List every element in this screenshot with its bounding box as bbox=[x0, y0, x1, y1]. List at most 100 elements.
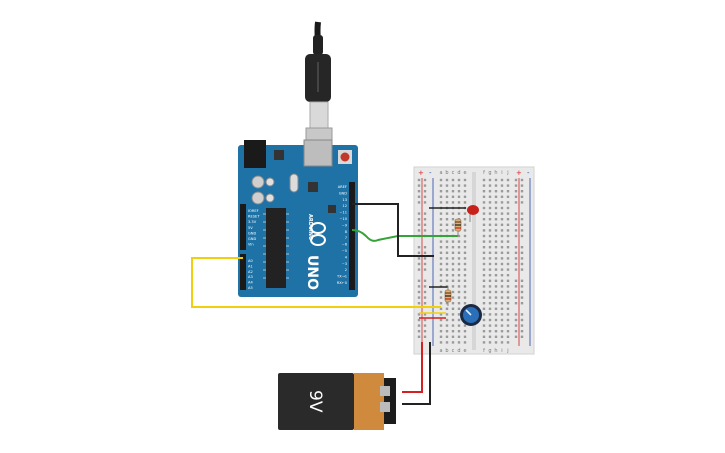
breadboard-hole[interactable] bbox=[500, 335, 504, 338]
breadboard-hole[interactable] bbox=[457, 190, 461, 193]
breadboard-hole[interactable] bbox=[506, 274, 510, 277]
rail-hole[interactable] bbox=[520, 201, 524, 204]
breadboard-hole[interactable] bbox=[439, 240, 443, 243]
rail-hole[interactable] bbox=[514, 195, 518, 198]
breadboard-hole[interactable] bbox=[451, 201, 455, 204]
breadboard-hole[interactable] bbox=[482, 285, 486, 288]
breadboard-hole[interactable] bbox=[506, 206, 510, 210]
breadboard-hole[interactable] bbox=[482, 330, 486, 333]
breadboard-hole[interactable] bbox=[500, 324, 504, 327]
breadboard-hole[interactable] bbox=[506, 246, 510, 249]
breadboard-hole[interactable] bbox=[457, 290, 461, 294]
breadboard-hole[interactable] bbox=[482, 274, 486, 277]
breadboard-hole[interactable] bbox=[445, 324, 449, 327]
breadboard-hole[interactable] bbox=[482, 296, 486, 299]
rail-hole[interactable] bbox=[423, 313, 427, 316]
breadboard-hole[interactable] bbox=[494, 318, 498, 322]
breadboard-hole[interactable] bbox=[445, 195, 449, 198]
rail-hole[interactable] bbox=[520, 190, 524, 193]
rail-hole[interactable] bbox=[520, 246, 524, 249]
breadboard-hole[interactable] bbox=[463, 257, 467, 260]
rail-hole[interactable] bbox=[423, 190, 427, 193]
power-header[interactable] bbox=[240, 204, 246, 250]
breadboard-hole[interactable] bbox=[488, 318, 492, 322]
rail-hole[interactable] bbox=[514, 262, 518, 266]
breadboard-hole[interactable] bbox=[506, 184, 510, 187]
resistor-pot[interactable] bbox=[444, 286, 452, 306]
breadboard-hole[interactable] bbox=[488, 234, 492, 238]
breadboard-hole[interactable] bbox=[457, 324, 461, 327]
breadboard-hole[interactable] bbox=[494, 290, 498, 294]
rail-hole[interactable] bbox=[520, 330, 524, 333]
breadboard-hole[interactable] bbox=[488, 229, 492, 232]
breadboard-hole[interactable] bbox=[457, 296, 461, 299]
breadboard-hole[interactable] bbox=[482, 212, 486, 215]
breadboard-hole[interactable] bbox=[494, 246, 498, 249]
breadboard-hole[interactable] bbox=[494, 195, 498, 198]
breadboard-hole[interactable] bbox=[445, 190, 449, 193]
rail-hole[interactable] bbox=[520, 335, 524, 338]
breadboard-hole[interactable] bbox=[488, 262, 492, 266]
breadboard-hole[interactable] bbox=[457, 257, 461, 260]
breadboard-hole[interactable] bbox=[488, 324, 492, 327]
rail-hole[interactable] bbox=[423, 212, 427, 215]
breadboard-hole[interactable] bbox=[451, 296, 455, 299]
breadboard-hole[interactable] bbox=[445, 212, 449, 215]
breadboard-hole[interactable] bbox=[506, 307, 510, 310]
breadboard-hole[interactable] bbox=[506, 223, 510, 226]
rail-hole[interactable] bbox=[417, 302, 421, 305]
breadboard-hole[interactable] bbox=[439, 178, 443, 182]
breadboard-hole[interactable] bbox=[439, 223, 443, 226]
rail-hole[interactable] bbox=[423, 229, 427, 232]
reset-button[interactable] bbox=[340, 152, 350, 162]
breadboard-hole[interactable] bbox=[439, 335, 443, 338]
breadboard-hole[interactable] bbox=[482, 223, 486, 226]
breadboard-hole[interactable] bbox=[445, 318, 449, 322]
rail-hole[interactable] bbox=[417, 268, 421, 271]
breadboard-hole[interactable] bbox=[488, 268, 492, 271]
rail-hole[interactable] bbox=[514, 290, 518, 294]
rail-hole[interactable] bbox=[423, 330, 427, 333]
breadboard-hole[interactable] bbox=[506, 330, 510, 333]
breadboard-hole[interactable] bbox=[494, 201, 498, 204]
breadboard-hole[interactable] bbox=[506, 178, 510, 182]
rail-hole[interactable] bbox=[514, 330, 518, 333]
rail-hole[interactable] bbox=[417, 184, 421, 187]
wire-black-gnd-top[interactable] bbox=[352, 203, 434, 257]
rail-hole[interactable] bbox=[520, 290, 524, 294]
rail-hole[interactable] bbox=[520, 229, 524, 232]
breadboard-hole[interactable] bbox=[494, 302, 498, 305]
rail-hole[interactable] bbox=[417, 246, 421, 249]
breadboard-hole[interactable] bbox=[506, 251, 510, 254]
breadboard-hole[interactable] bbox=[439, 246, 443, 249]
rail-hole[interactable] bbox=[514, 229, 518, 232]
breadboard-hole[interactable] bbox=[457, 195, 461, 198]
rail-hole[interactable] bbox=[514, 279, 518, 282]
breadboard-hole[interactable] bbox=[463, 262, 467, 266]
breadboard-hole[interactable] bbox=[451, 341, 455, 344]
rail-hole[interactable] bbox=[514, 184, 518, 187]
rail-hole[interactable] bbox=[417, 201, 421, 204]
rail-hole[interactable] bbox=[520, 302, 524, 305]
breadboard-hole[interactable] bbox=[463, 296, 467, 299]
breadboard-hole[interactable] bbox=[463, 251, 467, 254]
rail-hole[interactable] bbox=[417, 330, 421, 333]
analog-header[interactable] bbox=[240, 254, 246, 290]
breadboard-hole[interactable] bbox=[451, 246, 455, 249]
breadboard-hole[interactable] bbox=[482, 251, 486, 254]
breadboard-hole[interactable] bbox=[439, 218, 443, 221]
breadboard-hole[interactable] bbox=[506, 313, 510, 316]
breadboard-hole[interactable] bbox=[439, 290, 443, 294]
rail-hole[interactable] bbox=[520, 184, 524, 187]
breadboard-hole[interactable] bbox=[482, 184, 486, 187]
breadboard-hole[interactable] bbox=[457, 251, 461, 254]
breadboard-hole[interactable] bbox=[482, 257, 486, 260]
breadboard-hole[interactable] bbox=[445, 251, 449, 254]
breadboard-hole[interactable] bbox=[494, 307, 498, 310]
rail-hole[interactable] bbox=[423, 195, 427, 198]
breadboard-hole[interactable] bbox=[494, 223, 498, 226]
rail-hole[interactable] bbox=[514, 324, 518, 327]
breadboard-hole[interactable] bbox=[482, 246, 486, 249]
breadboard-hole[interactable] bbox=[500, 318, 504, 322]
rail-hole[interactable] bbox=[417, 223, 421, 226]
